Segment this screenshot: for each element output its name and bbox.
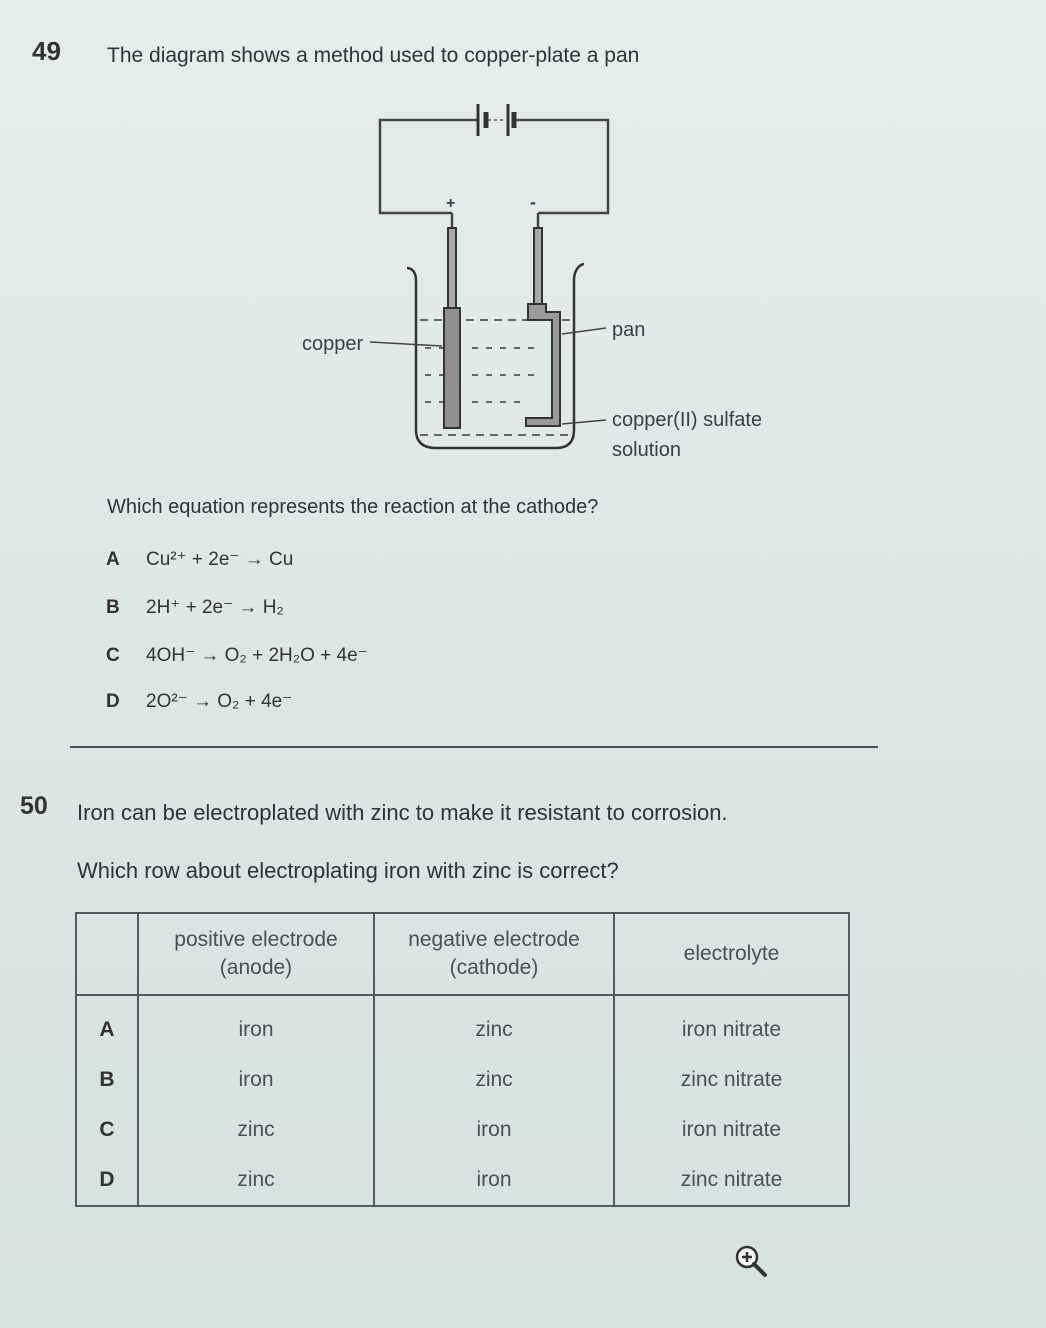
pan-handle (533, 227, 543, 305)
option-letter: C (106, 645, 120, 666)
table-row[interactable]: C zinc iron iron nitrate (75, 1105, 850, 1155)
table-row[interactable]: B iron zinc zinc nitrate (75, 1055, 850, 1105)
positive-sign: + (446, 195, 455, 212)
table-row[interactable]: A iron zinc iron nitrate (75, 994, 850, 1055)
table-header-blank (75, 912, 139, 996)
cathode-cell: iron (373, 1105, 615, 1155)
zoom-in-icon[interactable] (733, 1243, 769, 1279)
option-letter: B (106, 597, 120, 618)
question-49-question: Which equation represents the reaction a… (107, 496, 599, 518)
section-divider (70, 746, 878, 748)
electrolyte-cell: zinc nitrate (613, 1155, 850, 1207)
battery-symbol (476, 104, 517, 136)
option-D[interactable]: D 2O²⁻ → O₂ + 4e⁻ (106, 690, 292, 713)
anode-cell: zinc (137, 1105, 375, 1155)
option-C[interactable]: C 4OH⁻ → O₂ + 2H₂O + 4e⁻ (106, 644, 368, 667)
question-50-prompt: Iron can be electroplated with zinc to m… (77, 800, 728, 825)
cathode-cell: zinc (373, 1055, 615, 1105)
solution-label-line2: solution (612, 439, 681, 461)
question-50-number: 50 (20, 792, 48, 820)
solution-label-line1: copper(II) sulfate (612, 409, 762, 431)
anode-cell: zinc (137, 1155, 375, 1207)
option-letter: A (106, 549, 120, 570)
anode-cell: iron (137, 994, 375, 1055)
table-row[interactable]: D zinc iron zinc nitrate (75, 1155, 850, 1207)
table-header-anode: positive electrode (anode) (137, 912, 375, 996)
solution-surface (420, 319, 570, 436)
question-49-prompt: The diagram shows a method used to coppe… (107, 44, 640, 67)
option-equation: 2O²⁻ → O₂ + 4e⁻ (146, 691, 293, 712)
copper-label: copper (302, 333, 363, 355)
electrolyte-cell: iron nitrate (613, 1105, 850, 1155)
cathode-cell: zinc (373, 994, 615, 1055)
option-letter: D (106, 691, 120, 712)
row-letter: B (75, 1055, 139, 1105)
pan (525, 303, 561, 427)
option-equation: 2H⁺ + 2e⁻ → H₂ (146, 597, 284, 618)
question-50-question: Which row about electroplating iron with… (77, 858, 619, 883)
row-letter: A (75, 994, 139, 1055)
negative-sign: - (530, 192, 536, 212)
cathode-cell: iron (373, 1155, 615, 1207)
option-equation: Cu²⁺ + 2e⁻ → Cu (146, 549, 294, 570)
electrolyte-cell: iron nitrate (613, 994, 850, 1055)
copper-electrode-rod (447, 227, 457, 311)
option-equation: 4OH⁻ → O₂ + 2H₂O + 4e⁻ (146, 645, 368, 666)
option-A[interactable]: A Cu²⁺ + 2e⁻ → Cu (106, 548, 293, 571)
option-B[interactable]: B 2H⁺ + 2e⁻ → H₂ (106, 596, 284, 619)
answer-table: positive electrode (anode) negative elec… (75, 912, 850, 1207)
beaker (406, 262, 585, 450)
question-49-number: 49 (32, 36, 61, 66)
row-letter: D (75, 1155, 139, 1207)
electrolyte-cell: zinc nitrate (613, 1055, 850, 1105)
copper-electrode (443, 307, 461, 429)
anode-cell: iron (137, 1055, 375, 1105)
table-header-cathode: negative electrode (cathode) (373, 912, 615, 996)
electroplating-diagram: + - copper pan copp (302, 104, 762, 461)
table-header-electrolyte: electrolyte (613, 912, 850, 996)
row-letter: C (75, 1105, 139, 1155)
pan-label: pan (612, 319, 645, 341)
